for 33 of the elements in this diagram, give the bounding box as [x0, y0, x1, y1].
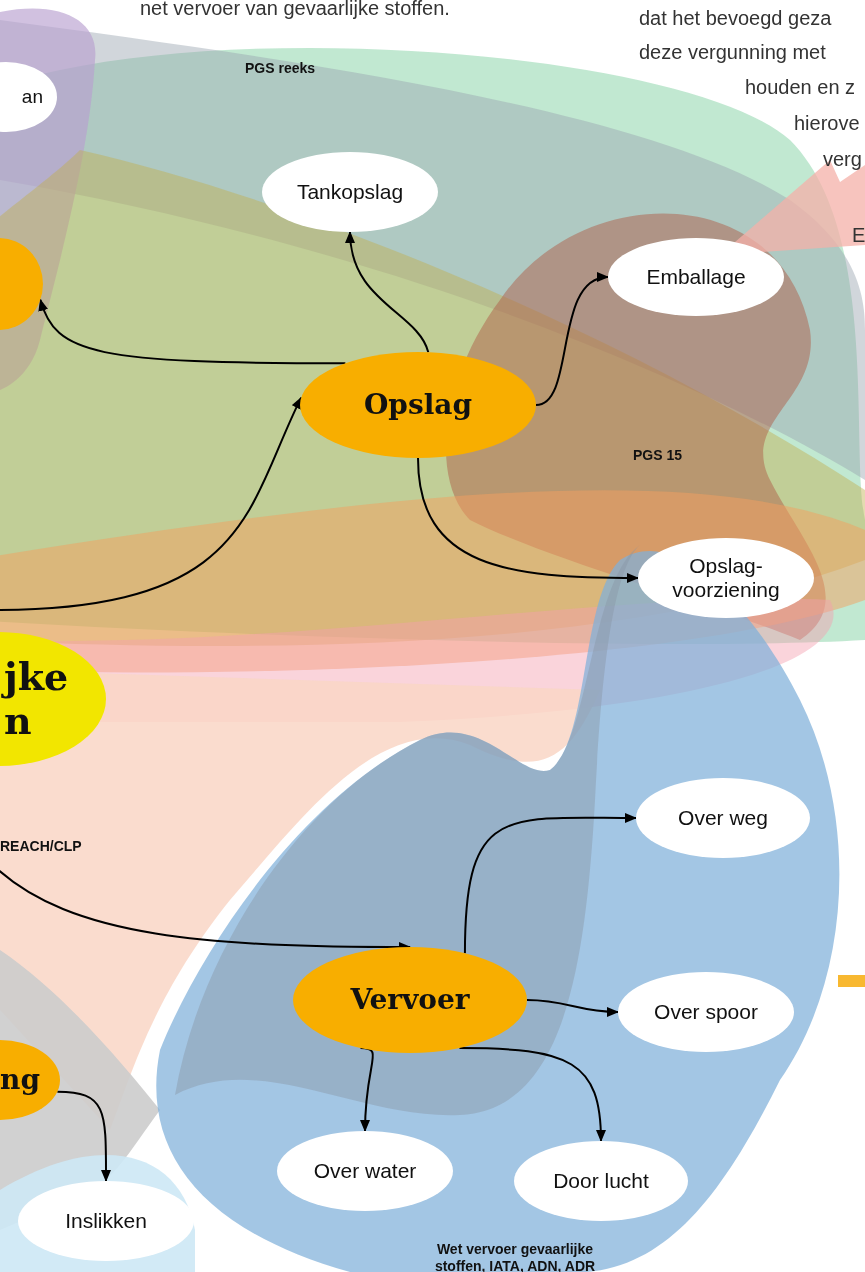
paragraph-text: houden en z	[745, 75, 856, 99]
node-label: Door lucht	[553, 1168, 649, 1194]
arrow	[417, 457, 639, 583]
arrow	[463, 812, 637, 955]
node-label: Emballage	[646, 264, 746, 290]
region-label: REACH/CLP	[0, 838, 82, 855]
arrow	[535, 274, 609, 406]
arrow	[359, 1047, 374, 1132]
arrow	[56, 1090, 111, 1182]
node-label: Opslag- voorziening	[671, 553, 781, 603]
node-label: Over spoor	[654, 999, 758, 1025]
node-label: an	[20, 86, 44, 108]
node-label: Vervoer	[350, 983, 470, 1017]
arrow	[39, 298, 347, 365]
node-label: jke n	[2, 655, 106, 743]
node-label: Inslikken	[65, 1208, 147, 1234]
node-label: ng	[0, 1063, 41, 1097]
paragraph-text: net vervoer van gevaarlijke stoffen.	[140, 0, 450, 20]
region-label: PGS reeks	[245, 60, 316, 77]
node-label: Tankopslag	[296, 179, 404, 205]
node-label: Over water	[313, 1158, 417, 1184]
arrow	[526, 999, 619, 1017]
paragraph-text: hierove	[794, 111, 860, 135]
node-label: Opslag	[363, 388, 473, 422]
paragraph-text: verg	[823, 147, 862, 171]
paragraph-text: dat het bevoegd geza	[639, 6, 832, 30]
region-label: PGS 15	[633, 447, 683, 464]
paragraph-text: deze vergunning met	[639, 40, 826, 64]
node-label: Over weg	[678, 805, 768, 831]
arrow	[345, 231, 430, 354]
arrow	[0, 396, 303, 611]
paragraph-text: E	[852, 223, 865, 247]
arrow	[458, 1047, 606, 1142]
